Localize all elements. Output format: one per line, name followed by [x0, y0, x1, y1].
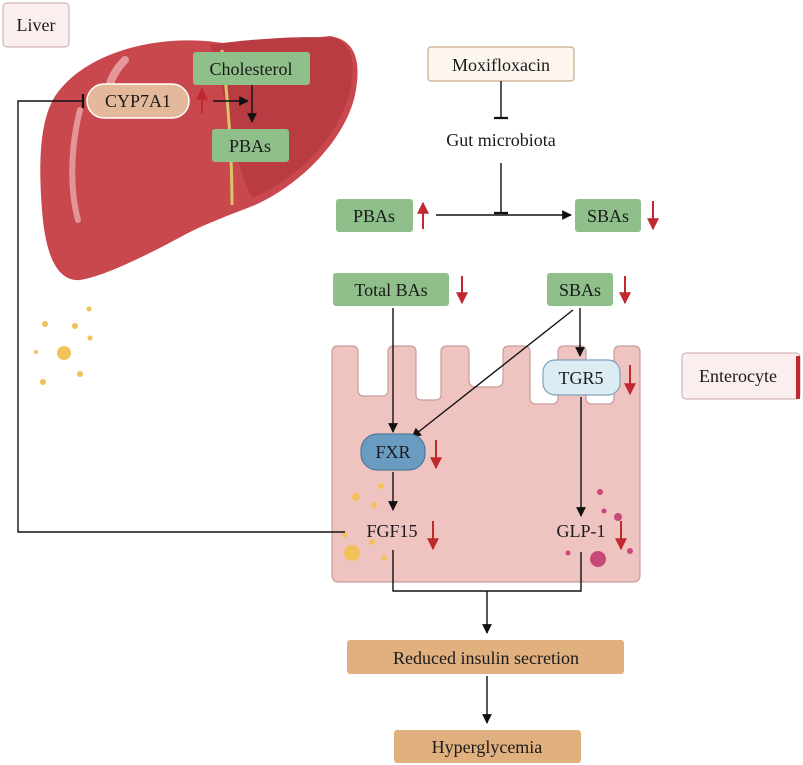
enterocyte-cell — [331, 345, 641, 583]
svg-text:Enterocyte: Enterocyte — [699, 366, 777, 386]
svg-text:Total BAs: Total BAs — [354, 280, 427, 300]
svg-text:PBAs: PBAs — [229, 136, 271, 156]
gut-microbiota-label: Gut microbiota — [446, 130, 555, 150]
svg-text:PBAs: PBAs — [353, 206, 395, 226]
svg-text:Hyperglycemia: Hyperglycemia — [432, 737, 543, 757]
fgf15-label: FGF15 — [366, 521, 417, 541]
svg-text:FXR: FXR — [375, 442, 410, 462]
liver-pbas-box: PBAs — [212, 129, 289, 162]
enterocyte-label: Enterocyte — [681, 352, 801, 400]
svg-text:CYP7A1: CYP7A1 — [105, 91, 171, 111]
tgr5-box: TGR5 — [542, 359, 621, 396]
pbas-box: PBAs — [336, 199, 413, 232]
svg-text:TGR5: TGR5 — [559, 368, 604, 388]
fxr-box: FXR — [360, 433, 426, 471]
cyp7a1-box: CYP7A1 — [86, 83, 190, 119]
hyperglycemia-box: Hyperglycemia — [394, 730, 581, 763]
sbas-row2-box: SBAs — [547, 273, 613, 306]
total-bas-box: Total BAs — [333, 273, 449, 306]
fgf15-inhibits-cyp7a1-line — [17, 94, 345, 533]
svg-text:Moxifloxacin: Moxifloxacin — [452, 55, 550, 75]
liver-label: Liver — [2, 2, 70, 48]
sbas-to-fxr-arrow — [411, 309, 574, 438]
glp1-granules — [565, 489, 633, 567]
svg-text:Liver: Liver — [17, 15, 56, 35]
svg-text:SBAs: SBAs — [587, 206, 629, 226]
cholesterol-box: Cholesterol — [193, 52, 310, 85]
bile-droplets — [34, 306, 93, 385]
reduced-insulin-box: Reduced insulin secretion — [347, 640, 624, 674]
fgf15-granules — [342, 483, 387, 561]
svg-text:SBAs: SBAs — [559, 280, 601, 300]
moxifloxacin-box: Moxifloxacin — [427, 46, 575, 82]
svg-text:Cholesterol: Cholesterol — [210, 59, 293, 79]
svg-text:Reduced insulin secretion: Reduced insulin secretion — [393, 648, 579, 668]
sbas-box: SBAs — [575, 199, 641, 232]
glp1-label: GLP-1 — [557, 521, 606, 541]
